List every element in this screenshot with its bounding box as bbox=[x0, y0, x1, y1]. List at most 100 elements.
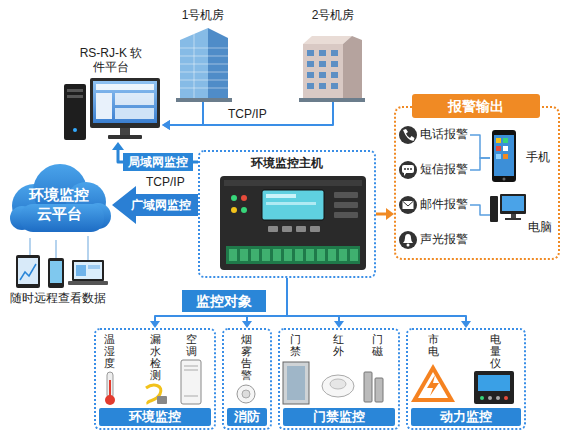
node-label: 消防 bbox=[227, 408, 267, 426]
building-2-illustration-part-part bbox=[319, 61, 326, 67]
node-label: 1号机房 bbox=[170, 8, 236, 22]
node-label: 手机 bbox=[526, 150, 550, 164]
computer-illustration-part bbox=[500, 194, 526, 214]
connector bbox=[162, 102, 333, 130]
sensor-icons-part bbox=[330, 379, 346, 389]
alarm-icons-part bbox=[399, 126, 417, 144]
node-label: 动力监控 bbox=[411, 408, 521, 426]
phone-illustration-part bbox=[503, 138, 508, 143]
phone-illustration-part bbox=[496, 146, 501, 151]
remote-devices-illustration bbox=[16, 236, 108, 288]
remote-devices-illustration-part-part bbox=[87, 236, 89, 260]
arrow-head bbox=[386, 208, 394, 220]
alarm-item: 短信报警 bbox=[398, 159, 470, 181]
building-1-illustration-part-part bbox=[180, 48, 228, 49]
alarm-icons-part bbox=[404, 168, 406, 170]
node-label: 2号机房 bbox=[298, 8, 368, 22]
connector bbox=[287, 278, 344, 328]
host-device-illustration-part bbox=[231, 195, 237, 201]
sensor-icons-part bbox=[107, 372, 113, 398]
host-device-illustration-part bbox=[310, 226, 320, 232]
connector-line bbox=[287, 278, 466, 324]
building-2-illustration-part-part bbox=[307, 61, 314, 67]
phone-illustration-part bbox=[492, 130, 516, 182]
software-pc-illustration-part bbox=[67, 95, 83, 98]
building-1-illustration-part bbox=[176, 98, 232, 102]
computer-illustration-part bbox=[511, 214, 516, 218]
sensor-icons-part bbox=[364, 372, 372, 402]
node-label: 环境监控 bbox=[99, 408, 211, 426]
host-device-illustration-part-part bbox=[273, 249, 281, 261]
host-device-illustration-part bbox=[334, 202, 358, 208]
connector-line bbox=[155, 278, 287, 324]
sensor-icons-part bbox=[418, 372, 448, 398]
host-device-illustration-part-part bbox=[262, 249, 270, 261]
monitor-group: 动力监控 bbox=[406, 328, 526, 430]
host-device-illustration-part bbox=[268, 226, 278, 232]
machine-room: 2号机房 bbox=[298, 8, 368, 102]
connector bbox=[150, 278, 287, 328]
building-1-illustration-part-part bbox=[180, 88, 228, 89]
sensor-icons-part bbox=[480, 396, 484, 400]
software-platform: RS-RJ-K 软件平台 bbox=[60, 46, 162, 142]
remote-devices-illustration-part bbox=[76, 265, 86, 276]
host-device-illustration-part-part bbox=[284, 249, 292, 261]
host-device-illustration-part bbox=[220, 176, 366, 270]
host-device-illustration-part-part bbox=[240, 249, 248, 261]
sensor-label: 红外 bbox=[333, 333, 344, 357]
alarm-icons-part bbox=[403, 234, 413, 243]
node-label: 环境监控 云平台 bbox=[20, 186, 98, 224]
sensor-label: 温湿度 bbox=[104, 333, 115, 369]
sensor-icons-part bbox=[237, 385, 255, 403]
phone-illustration-part bbox=[503, 154, 508, 159]
alarm-icons-part bbox=[402, 165, 414, 173]
alarm-icons bbox=[399, 126, 417, 249]
host-device-illustration-part bbox=[296, 226, 306, 232]
host-device-illustration-part bbox=[226, 246, 360, 264]
alarm-icons-part bbox=[399, 161, 417, 179]
sensor-icons-part bbox=[105, 395, 115, 405]
arrow-head bbox=[162, 120, 170, 130]
software-pc-illustration bbox=[64, 78, 160, 140]
host-device-illustration-part bbox=[229, 249, 358, 261]
sensor-icons bbox=[105, 360, 514, 405]
alarm-icons-part bbox=[399, 231, 417, 249]
software-pc-illustration-part bbox=[67, 89, 83, 92]
arrow-head bbox=[150, 321, 160, 328]
arrow-head bbox=[334, 321, 344, 328]
building-2-illustration-part-part bbox=[307, 83, 314, 89]
machine-room: 1号机房 bbox=[170, 8, 236, 102]
connector-line bbox=[470, 135, 490, 158]
alarm-icons-part bbox=[407, 168, 409, 170]
building-2-illustration-part-part bbox=[307, 50, 314, 56]
host-device-illustration-part bbox=[241, 207, 247, 213]
sensor-icons-part bbox=[184, 366, 198, 367]
sensor-label: 电量仪 bbox=[490, 333, 501, 369]
connector-line bbox=[470, 205, 490, 215]
host-device-illustration-part-part bbox=[251, 249, 259, 261]
sensor-icons-part bbox=[283, 362, 309, 404]
software-pc-illustration-part bbox=[96, 84, 154, 90]
node-label: 环境监控主机 bbox=[200, 156, 374, 170]
host-device-illustration-part bbox=[224, 180, 362, 186]
building-2-illustration-part-part bbox=[331, 83, 338, 89]
building-2-illustration-part bbox=[343, 36, 362, 100]
phone-illustration-part bbox=[503, 178, 506, 181]
sensor-icons-part bbox=[474, 371, 514, 404]
alarm-icons-part bbox=[399, 196, 417, 214]
alarm-icons-part bbox=[403, 129, 415, 141]
node-label: 短信报警 bbox=[420, 162, 468, 176]
edge-label: TCP/IP bbox=[226, 107, 269, 121]
node-label: 监控对象 bbox=[182, 290, 266, 312]
protocol-label: TCP/IP bbox=[146, 175, 185, 189]
building-1-illustration-part-part bbox=[180, 80, 228, 81]
sensor-label: 门禁 bbox=[290, 333, 301, 357]
connector bbox=[287, 278, 471, 328]
host-device-illustration-part bbox=[334, 212, 358, 218]
remote-devices-illustration-part bbox=[68, 281, 108, 285]
node-label: 声光报警 bbox=[420, 232, 468, 246]
host-device-illustration-part-part bbox=[317, 249, 325, 261]
host-device-illustration-part bbox=[282, 226, 292, 232]
host-device-illustration-part-part bbox=[339, 249, 347, 261]
